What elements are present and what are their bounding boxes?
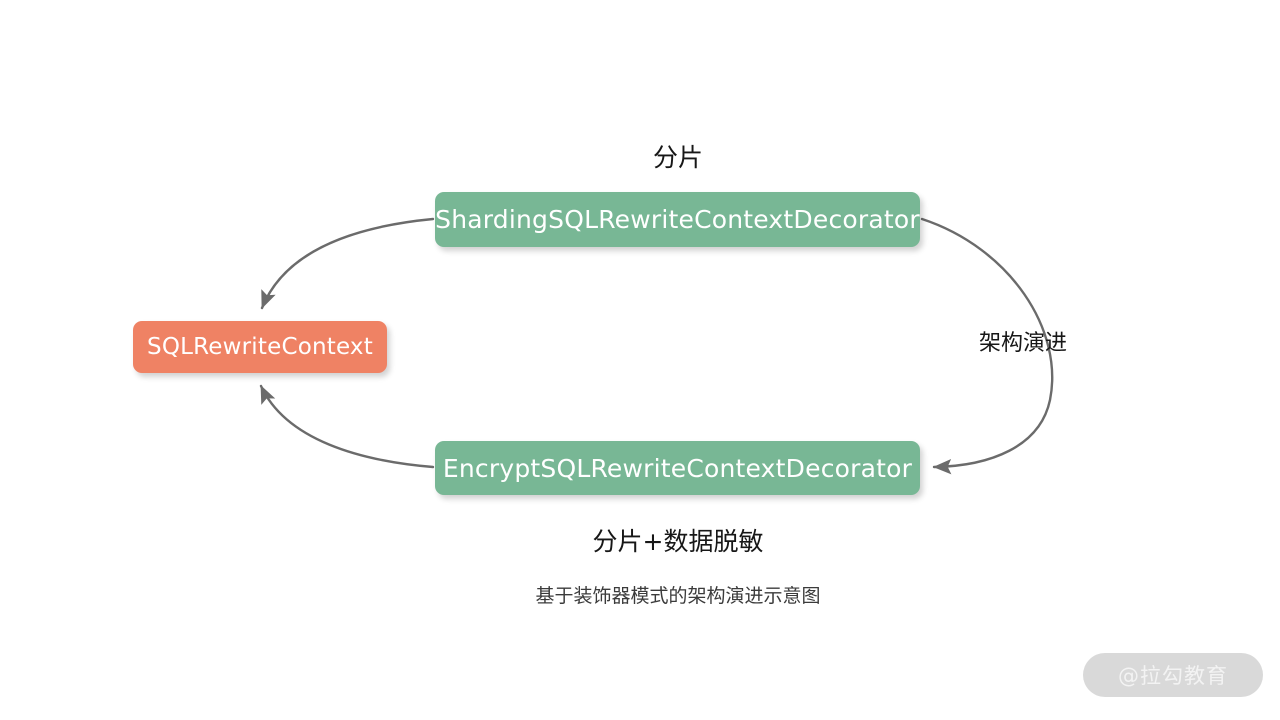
edge-label-bottom: 分片+数据脱敏 [592, 527, 764, 556]
diagram-caption: 基于装饰器模式的架构演进示意图 [535, 585, 821, 607]
node-encrypt-decorator-label: EncryptSQLRewriteContextDecorator [442, 453, 913, 483]
edge-sharding-to-context [260, 217, 435, 310]
edge-label-top: 分片 [652, 143, 703, 172]
edge-encrypt-to-context [259, 384, 435, 469]
node-sql-rewrite-context[interactable]: SQLRewriteContext [133, 321, 387, 373]
node-sharding-decorator-label: ShardingSQLRewriteContextDecorator [435, 205, 920, 234]
node-sharding-decorator[interactable]: ShardingSQLRewriteContextDecorator [435, 192, 920, 247]
edge-label-architecture-evolution: 架构演进 [979, 331, 1068, 356]
watermark-badge: @拉勾教育 [1083, 653, 1263, 697]
node-sql-rewrite-context-label: SQLRewriteContext [147, 334, 373, 360]
node-encrypt-decorator[interactable]: EncryptSQLRewriteContextDecorator [435, 441, 920, 495]
watermark-text: @拉勾教育 [1118, 664, 1228, 688]
